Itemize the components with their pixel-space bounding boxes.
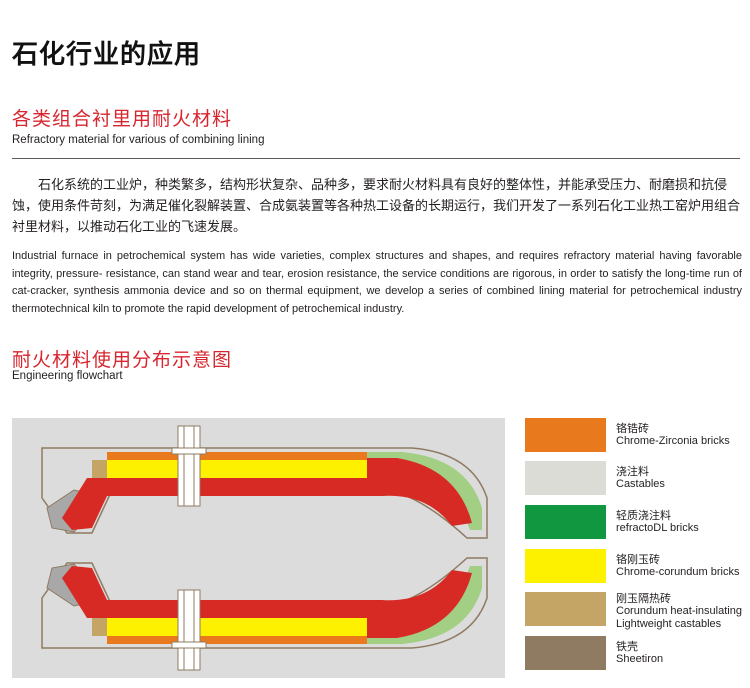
legend-swatch bbox=[525, 549, 606, 583]
legend-text: 铬刚玉砖 Chrome-corundum bricks bbox=[616, 553, 739, 579]
legend-label-en: Castables bbox=[616, 478, 665, 490]
legend-text: 刚玉隔热砖 Corundum heat-insulating Lightweig… bbox=[616, 592, 742, 631]
legend-swatch bbox=[525, 418, 606, 452]
legend-text: 轻质浇注料 refractoDL bricks bbox=[616, 509, 699, 535]
legend-item-light-castables: 轻质浇注料 refractoDL bricks bbox=[525, 505, 750, 543]
lower-flange bbox=[177, 589, 201, 671]
legend-item-chrome-corundum: 铬刚玉砖 Chrome-corundum bricks bbox=[525, 549, 750, 587]
legend-text: 铁壳 Sheetiron bbox=[616, 640, 663, 666]
lower-orange-strip bbox=[107, 636, 367, 644]
legend-swatch bbox=[525, 636, 606, 670]
legend-label-cn: 浇注料 bbox=[616, 465, 649, 478]
section-title-flowchart-cn: 耐火材料使用分布示意图 bbox=[12, 349, 233, 371]
legend-text: 铬锆砖 Chrome-Zirconia bricks bbox=[616, 422, 730, 448]
legend-label-en: Chrome-corundum bricks bbox=[616, 566, 740, 578]
upper-tan-strip bbox=[92, 460, 107, 478]
legend-label-cn: 刚玉隔热砖 bbox=[616, 592, 671, 605]
legend-label-en: Chrome-Zirconia bricks bbox=[616, 435, 730, 447]
legend-label-cn: 铬刚玉砖 bbox=[616, 553, 660, 566]
legend-label-en-2: Lightweight castables bbox=[616, 618, 722, 630]
legend-item-sheetiron: 铁壳 Sheetiron bbox=[525, 636, 750, 674]
legend-swatch bbox=[525, 505, 606, 539]
legend-label-en: Corundum heat-insulating bbox=[616, 605, 742, 617]
legend-label-en: refractoDL bricks bbox=[616, 522, 699, 534]
legend-label-en: Sheetiron bbox=[616, 653, 664, 665]
legend-label-cn: 铬锆砖 bbox=[616, 422, 649, 435]
upper-orange-strip bbox=[107, 452, 367, 460]
lower-yellow-layer bbox=[92, 618, 367, 636]
upper-red-lining bbox=[62, 458, 472, 530]
legend-swatch bbox=[525, 461, 606, 495]
legend-item-chrome-zirconia: 铬锆砖 Chrome-Zirconia bricks bbox=[525, 418, 750, 456]
intro-paragraph-en: Industrial furnace in petrochemical syst… bbox=[12, 250, 742, 315]
legend-item-castables: 浇注料 Castables bbox=[525, 461, 750, 499]
lower-tan-strip bbox=[92, 618, 107, 636]
lower-red-lining bbox=[62, 566, 472, 638]
furnace-lining-diagram bbox=[41, 425, 488, 671]
intro-paragraph-cn: 石化系统的工业炉，种类繁多，结构形状复杂、品种多，要求耐火材料具有良好的整体性，… bbox=[12, 178, 741, 235]
section-divider bbox=[12, 158, 740, 159]
legend-item-heat-insulating: 刚玉隔热砖 Corundum heat-insulating Lightweig… bbox=[525, 592, 750, 630]
legend-label-cn: 轻质浇注料 bbox=[616, 509, 671, 522]
legend-swatch bbox=[525, 592, 606, 626]
legend-text: 浇注料 Castables bbox=[616, 465, 665, 491]
section-title-lining-cn: 各类组合衬里用耐火材料 bbox=[12, 108, 233, 130]
upper-yellow-layer bbox=[92, 460, 367, 478]
legend-label-cn: 铁壳 bbox=[616, 640, 638, 653]
section-title-lining-en: Refractory material for various of combi… bbox=[12, 134, 265, 146]
page-title: 石化行业的应用 bbox=[12, 40, 202, 70]
section-title-flowchart-en: Engineering flowchart bbox=[12, 370, 123, 382]
upper-flange bbox=[177, 425, 201, 507]
